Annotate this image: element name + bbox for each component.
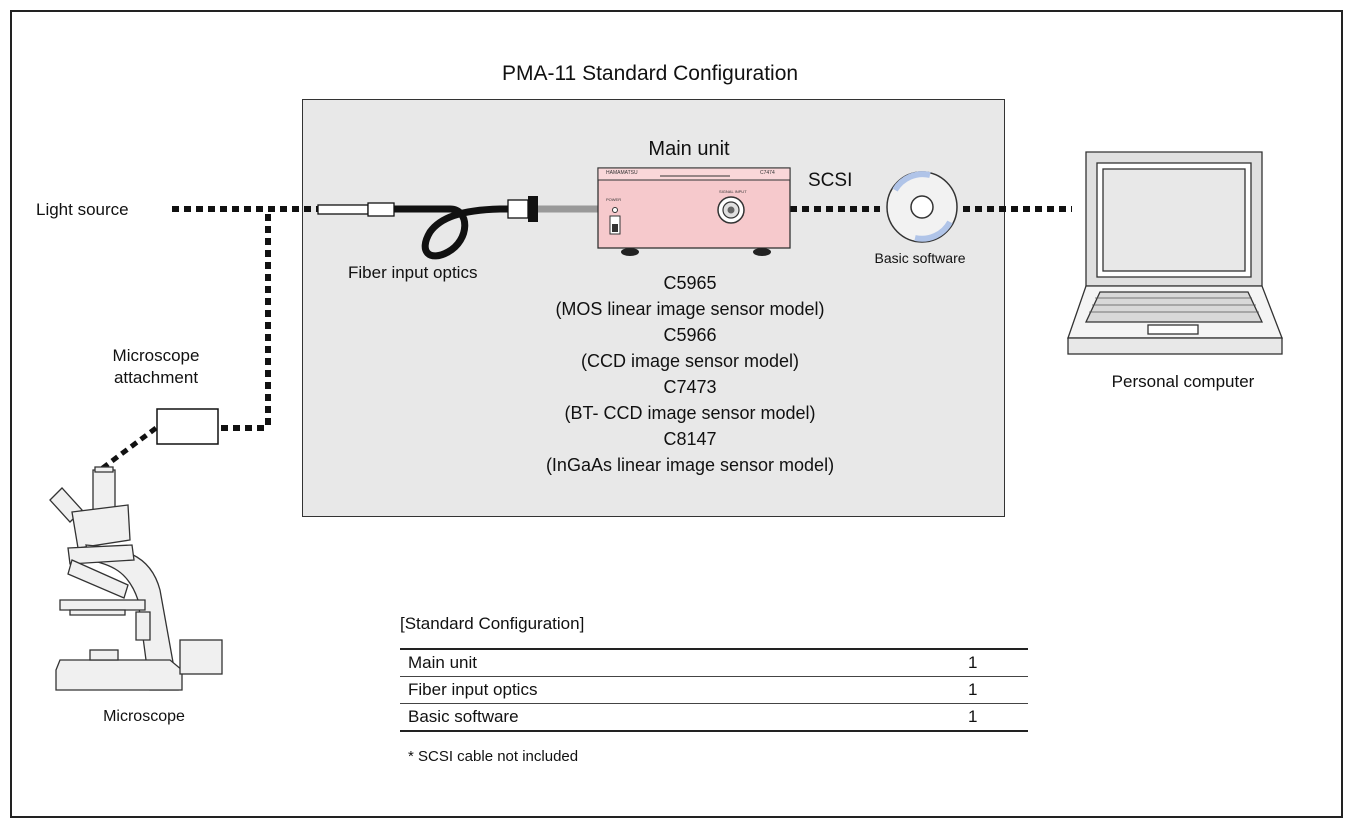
model-line: C7473: [663, 377, 717, 397]
standard-config-heading: [Standard Configuration]: [400, 614, 585, 633]
microscope-label: Microscope: [103, 708, 185, 725]
main-unit-icon: [597, 167, 791, 256]
item-cell: Basic software: [408, 706, 519, 726]
model-line: (InGaAs linear image sensor model): [545, 455, 835, 475]
model-line: (MOS linear image sensor model): [555, 299, 825, 319]
model-line: C5965: [663, 273, 717, 293]
fiber-input-optics-icon: [317, 196, 598, 260]
main-unit-label: Main unit: [648, 138, 730, 160]
scsi-note: * SCSI cable not included: [408, 748, 579, 765]
model-line: (BT- CCD image sensor model): [564, 403, 816, 423]
table-row: Basic software 1: [400, 704, 1028, 732]
light-source-label: Light source: [36, 200, 129, 219]
personal-computer-label: Personal computer: [1111, 372, 1255, 391]
microscope-attachment-label-line1: Microscope: [112, 346, 200, 365]
model-line: (CCD image sensor model): [580, 351, 800, 371]
device-power-text: POWER: [606, 197, 622, 202]
item-cell: Main unit: [400, 649, 968, 677]
cd-disc-icon: [886, 171, 958, 243]
model-line: C8147: [663, 429, 717, 449]
scsi-label: SCSI: [808, 170, 853, 191]
microscope-attachment-label-line2: attachment: [113, 368, 199, 387]
table-row: Fiber input optics 1: [400, 676, 1028, 704]
device-signal-text: SIGNAL INPUT: [719, 189, 747, 194]
table-row: Main unit 1: [400, 649, 1028, 677]
qty-cell: 1: [968, 649, 1028, 677]
device-model-tag: C7474: [760, 170, 775, 176]
diagram-title: PMA-11 Standard Configuration: [501, 62, 799, 85]
fiber-input-optics-label: Fiber input optics: [348, 263, 478, 282]
device-brand-text: HAMAMATSU: [606, 170, 638, 176]
personal-computer-icon: [1067, 151, 1283, 355]
microscope-attachment-icon: [156, 408, 219, 445]
microscope-link-line: [98, 426, 158, 472]
light-source-line: [172, 206, 1072, 431]
qty-cell: 1: [968, 706, 978, 726]
qty-cell: 1: [968, 676, 1028, 704]
basic-software-label: Basic software: [874, 250, 966, 266]
model-line: C5966: [663, 325, 717, 345]
model-list: C5965 (MOS linear image sensor model) C5…: [546, 270, 834, 478]
standard-config-table: Main unit 1 Fiber input optics 1 Basic s…: [400, 648, 1028, 732]
item-cell: Fiber input optics: [400, 676, 968, 704]
microscope-icon: [49, 466, 223, 691]
